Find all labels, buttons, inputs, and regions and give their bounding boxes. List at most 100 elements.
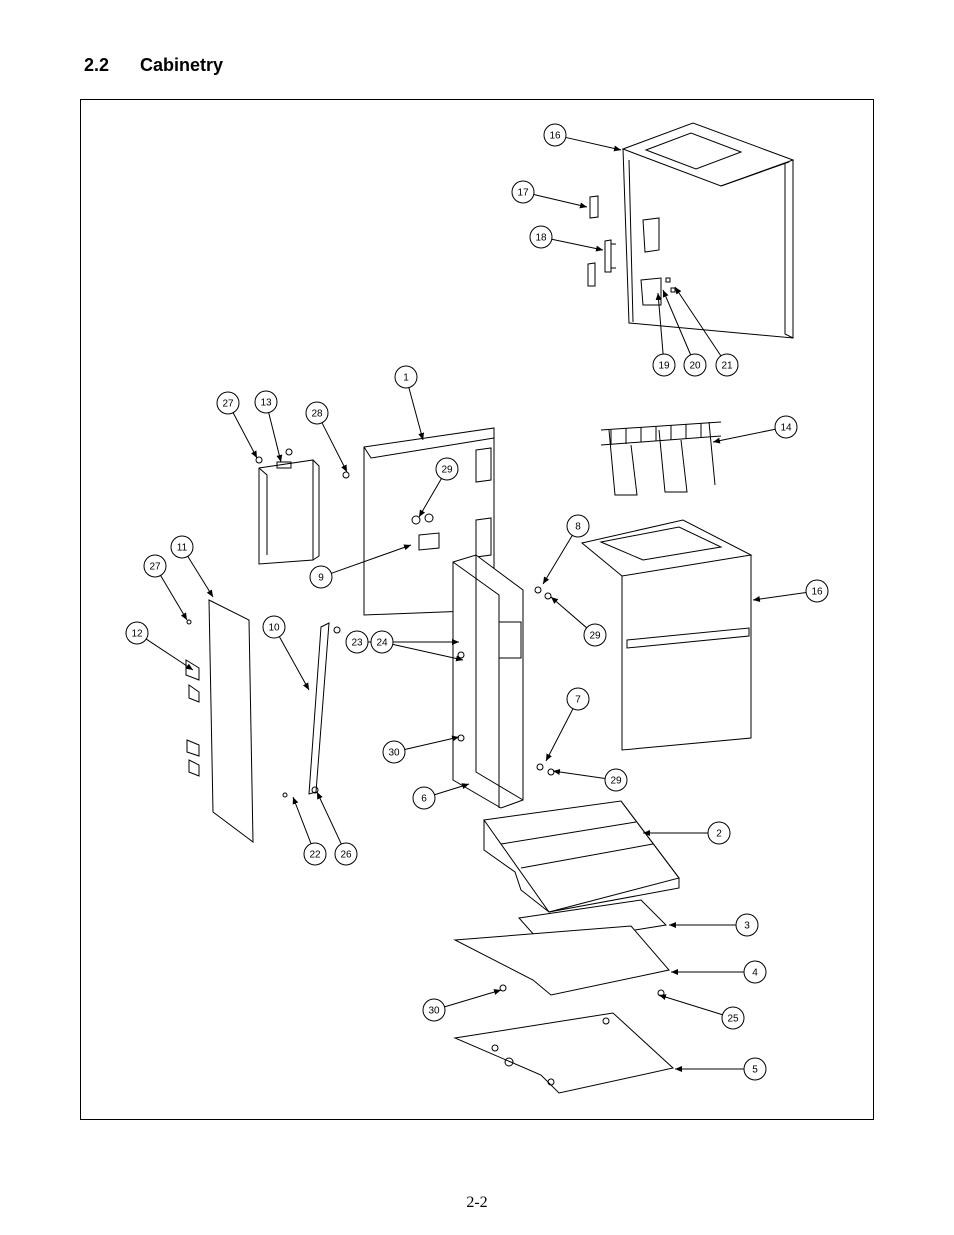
callout-balloon (305, 401, 329, 425)
callout-balloon (143, 554, 167, 578)
callout-leader-line (655, 292, 664, 355)
callout-balloon (715, 353, 739, 377)
callout-1: 1 (394, 365, 425, 441)
callout-balloon (394, 365, 418, 389)
callout-leader-line (545, 708, 574, 762)
callout-9: 9 (309, 544, 412, 589)
callout-30: 30 (382, 735, 460, 764)
callout-leader-line (278, 636, 310, 691)
callout-balloon (543, 123, 567, 147)
callout-leader-line (552, 769, 606, 779)
callout-number: 23 (351, 638, 363, 649)
callout-balloon (566, 514, 590, 538)
callout-number: 25 (727, 1014, 739, 1025)
part-13-junction-box (258, 459, 320, 565)
callout-4: 4 (671, 960, 767, 984)
callout-balloon (683, 353, 707, 377)
callout-leader-line (316, 791, 342, 845)
callout-leader-line (434, 783, 470, 796)
callout-29: 29 (552, 768, 628, 792)
callout-leader-line (565, 136, 622, 152)
callout-17: 17 (511, 180, 588, 209)
callout-leader-line (444, 989, 502, 1008)
callout-number: 8 (575, 522, 581, 533)
callout-7: 7 (545, 687, 590, 762)
callout-29: 29 (550, 596, 607, 647)
callout-leader-line (533, 194, 588, 209)
callout-balloon (262, 615, 286, 639)
callout-number: 12 (131, 629, 143, 640)
callout-balloon (583, 623, 607, 647)
callout-leader-line (542, 535, 573, 585)
callout-2: 2 (643, 821, 731, 845)
callout-number: 11 (177, 543, 188, 554)
callout-number: 29 (610, 776, 622, 787)
page-number: 2-2 (466, 1194, 488, 1211)
callout-23: 23 (345, 630, 459, 654)
part-10-strip (308, 622, 330, 795)
section-heading: 2.2 Cabinetry (84, 55, 223, 76)
callout-number: 28 (311, 409, 323, 420)
callout-number: 30 (388, 748, 400, 759)
callout-balloon (805, 579, 829, 603)
callout-number: 7 (575, 695, 581, 706)
callout-leader-line (321, 422, 348, 473)
callout-14: 14 (712, 415, 798, 444)
callout-25: 25 (658, 994, 745, 1030)
callout-leader-line (550, 596, 588, 629)
callout-30: 30 (422, 989, 502, 1022)
callout-number: 30 (428, 1006, 440, 1017)
callout-number: 29 (441, 465, 453, 476)
part-14-wire-rack (600, 421, 722, 496)
callout-number: 18 (535, 233, 547, 244)
callout-balloon (721, 1006, 745, 1030)
callout-10: 10 (262, 615, 310, 691)
callout-balloon (412, 786, 436, 810)
callout-balloon (743, 1057, 767, 1081)
callout-leader-line (408, 387, 425, 441)
callout-27: 27 (143, 554, 188, 621)
callout-balloon (303, 842, 327, 866)
callout-leader-line (292, 796, 312, 844)
callout-number: 4 (752, 968, 758, 979)
callout-number: 1 (403, 373, 409, 384)
callout-21: 21 (674, 286, 739, 377)
callout-balloon (370, 630, 394, 654)
callout-16: 16 (752, 579, 829, 603)
callout-balloon (743, 960, 767, 984)
callout-balloon (529, 225, 553, 249)
callout-number: 24 (376, 638, 388, 649)
callout-leader-line (418, 478, 442, 518)
callout-leader-line (404, 735, 460, 751)
callout-balloon (309, 565, 333, 589)
part-17-bracket (589, 195, 599, 219)
callout-leader-line (160, 575, 188, 621)
callout-number: 17 (517, 188, 529, 199)
callout-18: 18 (529, 225, 604, 252)
part-02-top-cover (483, 800, 680, 913)
callout-8: 8 (542, 514, 590, 585)
callout-6: 6 (412, 783, 470, 810)
callout-number: 6 (421, 794, 427, 805)
part-cabinet-back-shell (621, 122, 795, 339)
callout-number: 13 (260, 398, 272, 409)
callout-leader-line (392, 643, 464, 662)
callout-16: 16 (543, 123, 622, 152)
callout-19: 19 (652, 292, 676, 377)
callout-balloon (707, 821, 731, 845)
callout-27: 27 (216, 391, 258, 459)
callout-leader-line (145, 638, 194, 671)
callout-number: 19 (658, 361, 670, 372)
callout-leader-line (674, 286, 722, 357)
callout-24: 24 (370, 630, 464, 662)
callout-balloon (216, 391, 240, 415)
callout-leader-line (551, 238, 604, 252)
callout-number: 22 (309, 850, 321, 861)
part-11-control-panel (185, 599, 254, 844)
callout-5: 5 (675, 1057, 767, 1081)
callout-balloon (511, 180, 535, 204)
part-04-base-plate (453, 925, 670, 996)
callout-balloon (170, 535, 194, 559)
section-title: Cabinetry (140, 55, 224, 75)
